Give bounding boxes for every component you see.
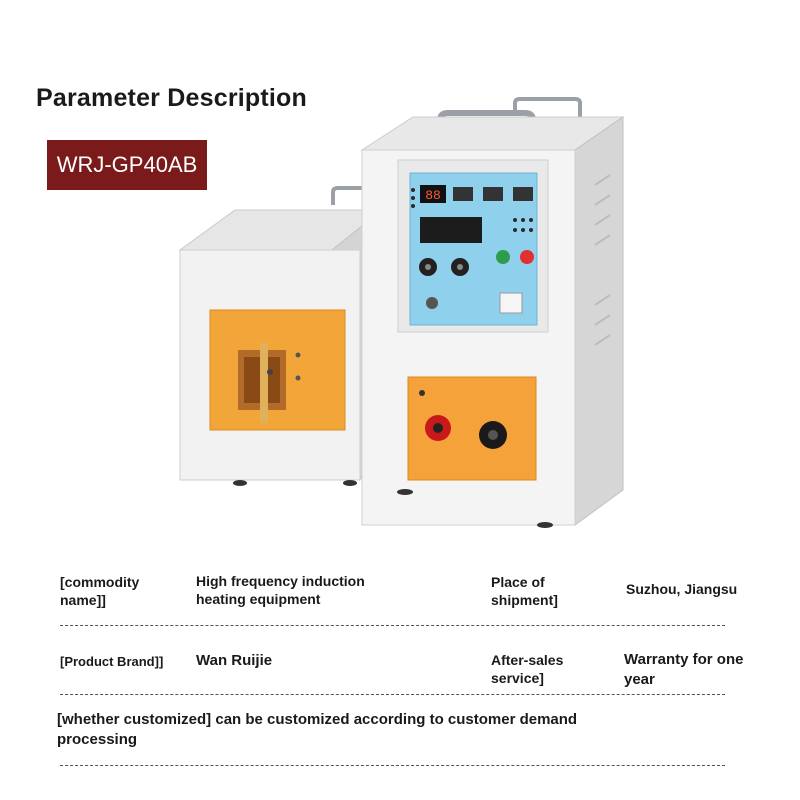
power-switch	[499, 292, 523, 314]
shipment-label: Place of shipment]	[491, 574, 558, 608]
brand-label: [Product Brand]]	[60, 654, 164, 669]
shipment-value: Suzhou, Jiangsu	[626, 581, 738, 597]
after-sales-label: After-sales service]	[491, 652, 564, 686]
commodity-name-value: High frequency induction heating equipme…	[196, 573, 365, 607]
model-badge: WRJ-GP40AB	[47, 140, 207, 190]
divider	[60, 625, 725, 626]
lcd-screen	[420, 217, 482, 243]
brand-value: Wan Ruijie	[196, 652, 273, 669]
customized-text: [whether customized] can be customized a…	[57, 711, 578, 748]
digital-display	[420, 185, 446, 203]
divider	[60, 694, 725, 695]
digital-display-value: 88	[425, 188, 441, 203]
after-sales-value: Warranty for one year	[624, 651, 744, 688]
commodity-name-label: [commodity name]]	[60, 574, 140, 608]
product-image: 88	[178, 97, 625, 528]
start-button-green	[496, 250, 510, 264]
page-title: Parameter Description	[36, 84, 307, 112]
stop-button-red	[520, 250, 534, 264]
divider	[60, 765, 725, 766]
